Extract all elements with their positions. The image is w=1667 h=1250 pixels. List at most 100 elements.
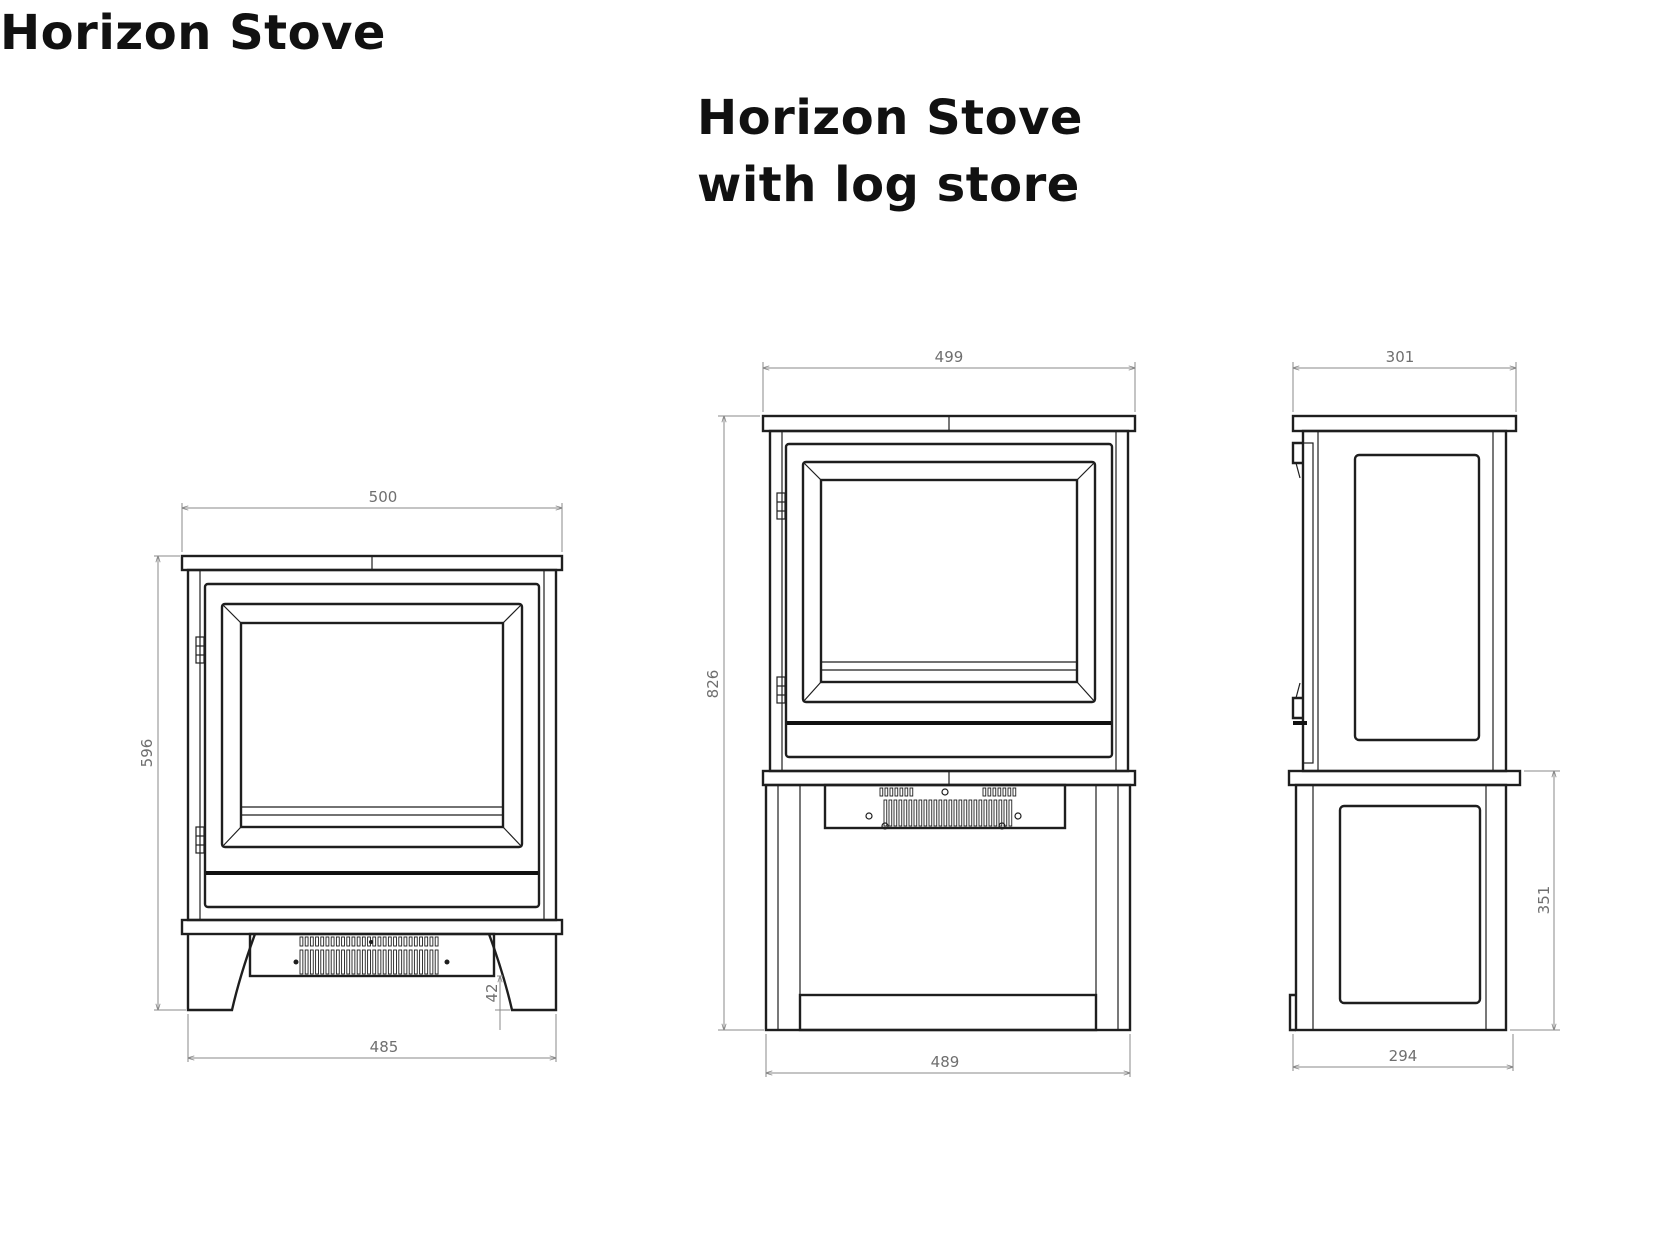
vent-slat: [1002, 787, 1007, 797]
vent-slat: [341, 936, 345, 947]
vent-slat: [434, 949, 439, 975]
vent-slat: [888, 799, 893, 827]
screw-icon: [1014, 812, 1022, 820]
vent-slat: [889, 787, 894, 797]
vent-slat: [424, 936, 429, 947]
vent-slat: [315, 936, 319, 947]
vent-slat: [898, 799, 903, 827]
vent-slat: [988, 799, 993, 827]
log-store-front-view: [761, 414, 1137, 1032]
vent-slat: [1003, 799, 1008, 827]
log-store-title: Horizon Stove with log store: [697, 85, 1083, 219]
vent-slat: [346, 949, 351, 975]
stove-front-view: [180, 554, 564, 1012]
screw-icon: [865, 812, 873, 820]
vent-slat: [403, 936, 408, 947]
vent-slat: [309, 949, 314, 975]
vent-slat: [943, 799, 948, 827]
vent-slat: [413, 949, 418, 975]
vent-slat: [978, 799, 983, 827]
vent-slat: [968, 799, 973, 827]
vent-slat: [351, 936, 356, 947]
dim-log-store-total-height: 826: [704, 670, 722, 699]
vent-slat: [992, 787, 997, 797]
dim-side-log-store-height: 351: [1535, 886, 1553, 915]
vent-slat: [948, 799, 953, 827]
vent-slat: [403, 949, 408, 975]
vent-slat: [398, 936, 403, 947]
vent-slat: [346, 936, 351, 947]
vent-slat: [963, 799, 968, 827]
screw-icon: [998, 822, 1006, 830]
log-store-title-line1: Horizon Stove: [697, 90, 1083, 146]
vent-slat: [419, 949, 423, 975]
dim-stove-leg-height: 42: [483, 983, 501, 1002]
vent-slat: [429, 949, 434, 975]
vent-slat: [884, 787, 889, 797]
screw-icon: [293, 959, 299, 965]
log-store-heater-grille: [879, 787, 1017, 827]
vent-slat: [367, 949, 371, 975]
vent-slat: [382, 936, 387, 947]
vent-slat: [434, 936, 439, 947]
dim-stove-height: 596: [138, 739, 156, 768]
vent-slat: [923, 799, 928, 827]
vent-slat: [928, 799, 933, 827]
vent-slat: [899, 787, 904, 797]
vent-slat: [998, 799, 1003, 827]
vent-slat: [351, 949, 356, 975]
vent-slat: [883, 799, 888, 827]
vent-slat: [909, 787, 914, 797]
vent-slat: [938, 799, 943, 827]
vent-slat: [958, 799, 963, 827]
vent-slat: [325, 936, 330, 947]
vent-slat: [918, 799, 923, 827]
vent-slat: [973, 799, 978, 827]
vent-slat: [330, 949, 335, 975]
vent-slat: [372, 936, 377, 947]
vent-slat: [309, 936, 314, 947]
vent-slat: [299, 936, 304, 947]
stove-heater-grille: [299, 936, 439, 975]
vent-slat: [904, 787, 909, 797]
vent-slat: [424, 949, 429, 975]
vent-slat: [413, 936, 418, 947]
vent-slat: [894, 787, 899, 797]
vent-slat: [893, 799, 898, 827]
vent-slat: [408, 936, 413, 947]
vent-slat: [993, 799, 998, 827]
vent-slat: [330, 936, 335, 947]
vent-slat: [393, 936, 397, 947]
vent-slat: [429, 936, 434, 947]
vent-slat: [387, 936, 392, 947]
vent-slat: [903, 799, 908, 827]
vent-slat: [320, 936, 325, 947]
vent-slat: [908, 799, 913, 827]
vent-slat: [372, 949, 377, 975]
side-view-dimensions: 301 351 294: [1293, 348, 1560, 1071]
vent-slat: [419, 936, 423, 947]
screw-icon: [444, 959, 450, 965]
vent-slat: [335, 936, 340, 947]
vent-slat: [304, 949, 309, 975]
dim-stove-top-width: 500: [369, 488, 398, 506]
log-store-side-view: [1287, 414, 1522, 1032]
vent-slat: [933, 799, 938, 827]
screw-icon: [369, 940, 373, 944]
vent-slat: [382, 949, 387, 975]
vent-slat: [1008, 799, 1013, 827]
vent-slat: [1012, 787, 1017, 797]
dim-side-base-depth: 294: [1389, 1047, 1418, 1065]
vent-slat: [315, 949, 319, 975]
stove-dimensions: 500 596 42 485: [138, 488, 562, 1062]
vent-slat: [320, 949, 325, 975]
vent-slat: [304, 936, 309, 947]
vent-slat: [335, 949, 340, 975]
vent-slat: [983, 799, 988, 827]
dim-log-store-base-width: 489: [931, 1053, 960, 1071]
log-store-title-line2: with log store: [697, 157, 1080, 213]
vent-slat: [913, 799, 918, 827]
vent-slat: [361, 949, 366, 975]
vent-slat: [387, 949, 392, 975]
